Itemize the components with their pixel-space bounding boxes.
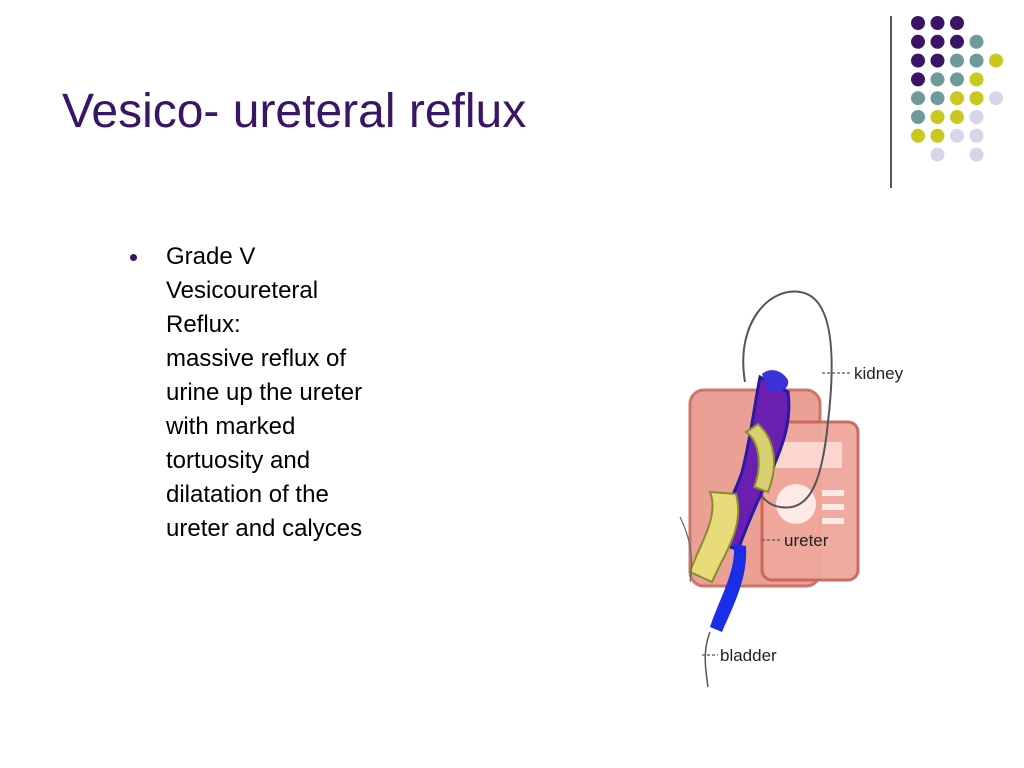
header-divider-line <box>890 16 892 188</box>
decorative-dot <box>930 34 945 49</box>
decorative-dot <box>969 147 984 162</box>
decorative-dot <box>930 53 945 68</box>
decorative-dot <box>950 53 964 68</box>
decorative-dot <box>989 53 1003 68</box>
bullet-line: tortuosity and <box>166 447 311 474</box>
ureter-thin-line <box>679 516 693 583</box>
tortuous-band-shape <box>744 422 775 494</box>
bullet-line: massive reflux of <box>166 345 347 372</box>
decorative-dot <box>950 72 964 87</box>
decorative-dot <box>969 34 984 49</box>
slide-title: Vesico- ureteral reflux <box>62 85 527 138</box>
reflux-diagram: kidney ureter bladder <box>679 290 904 688</box>
decorative-dot <box>950 110 964 124</box>
kidney-outline <box>742 290 833 509</box>
bladder-label: bladder <box>720 646 777 665</box>
bullet-dot-icon <box>130 254 137 261</box>
bullet-list: Grade V Vesicoureteral Reflux: massive r… <box>128 240 448 546</box>
bullet-line: dilatation of the <box>166 481 329 508</box>
calyx-shape <box>762 370 789 392</box>
decorative-dot-grid <box>911 16 1003 162</box>
decorative-dot <box>969 72 984 87</box>
decorative-dot <box>911 16 925 30</box>
decorative-dot <box>911 110 925 124</box>
ureter-label: ureter <box>784 531 829 550</box>
decorative-dot <box>969 91 984 106</box>
ureter-shape <box>710 544 747 632</box>
decorative-dot <box>911 34 925 49</box>
bullet-item: Grade V Vesicoureteral Reflux: massive r… <box>128 240 448 546</box>
decorative-dot <box>969 128 984 143</box>
decorative-dot <box>950 128 964 143</box>
bullet-line: Grade V <box>166 243 256 270</box>
decorative-dot <box>930 128 945 143</box>
decorative-dot <box>911 128 925 143</box>
decorative-dot <box>911 72 925 87</box>
bullet-line: Reflux: <box>166 311 241 338</box>
decorative-dot <box>930 147 945 162</box>
decorative-dot <box>911 91 925 106</box>
decorative-dot <box>969 53 984 68</box>
kidney-label: kidney <box>854 364 904 383</box>
bladder-line <box>704 631 711 688</box>
decorative-dot <box>930 110 945 124</box>
bullet-line: Vesicoureteral <box>166 277 319 304</box>
decorative-dot <box>950 34 964 49</box>
decorative-dot <box>969 110 984 124</box>
decorative-dot <box>989 91 1003 106</box>
decorative-dot <box>950 91 964 106</box>
bullet-line: ureter and calyces <box>166 515 363 542</box>
decorative-dot <box>930 72 945 87</box>
decorative-dot <box>950 16 964 30</box>
decorative-dot <box>930 16 945 30</box>
decorative-dot <box>930 91 945 106</box>
tortuous-band-shape <box>688 490 740 584</box>
decorative-dot <box>911 53 925 68</box>
bullet-line: urine up the ureter <box>166 379 363 406</box>
bullet-line: with marked <box>166 413 296 440</box>
